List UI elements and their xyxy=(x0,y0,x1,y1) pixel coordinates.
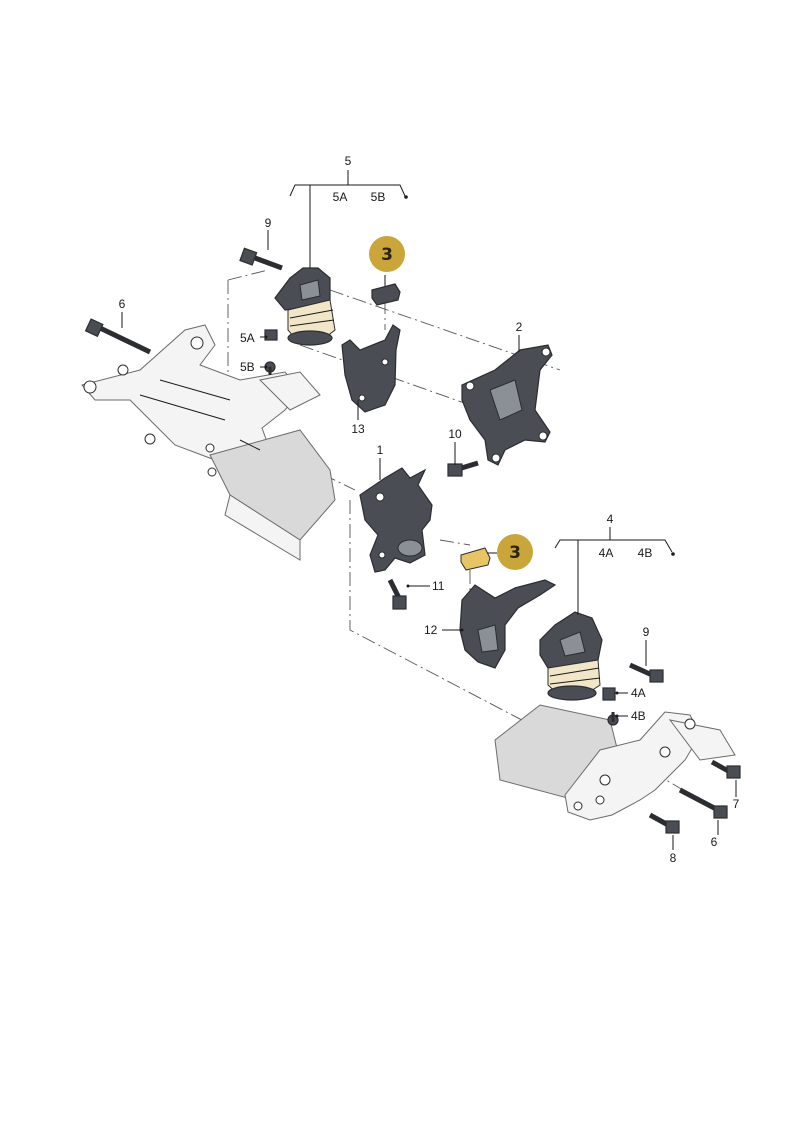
callout-5a: 5A xyxy=(240,331,255,345)
callout-6-upper: 6 xyxy=(119,297,126,311)
callout-11: 11 xyxy=(432,579,445,593)
callout-5b-head: 5B xyxy=(371,190,386,204)
bolt-6-lower xyxy=(678,787,728,819)
callout-6-lower: 6 xyxy=(711,835,718,849)
part-5a xyxy=(264,329,278,341)
bracket-12 xyxy=(459,579,557,669)
callout-badge-3-upper: 3 xyxy=(369,236,405,272)
leader-lines xyxy=(121,170,737,850)
callout-4a: 4A xyxy=(631,686,646,700)
bracket-13 xyxy=(341,324,401,413)
transmission-mount-4 xyxy=(539,611,603,701)
bolt-11 xyxy=(387,578,407,610)
part-4a xyxy=(602,687,616,701)
bolt-7 xyxy=(710,759,741,779)
stop-buffer-upper xyxy=(371,283,401,306)
mounting-bracket-2 xyxy=(461,344,553,466)
left-subframe xyxy=(81,324,336,561)
bolt-9-upper xyxy=(239,247,283,271)
callout-12: 12 xyxy=(424,623,438,637)
callout-10: 10 xyxy=(448,427,462,441)
callout-13: 13 xyxy=(351,422,365,436)
callout-4: 4 xyxy=(607,512,614,526)
bolt-6-upper xyxy=(84,318,152,355)
badge-3-lower-text: 3 xyxy=(509,543,521,563)
callout-5b: 5B xyxy=(240,360,255,374)
bolt-9-lower xyxy=(628,662,664,683)
callout-9-lower: 9 xyxy=(643,625,650,639)
callout-1: 1 xyxy=(377,443,384,457)
nut-10 xyxy=(447,460,479,477)
engine-support-bracket xyxy=(359,467,433,573)
part-5b xyxy=(264,361,276,375)
callout-labels: 5 5A 5B 9 6 2 5A 5B 13 10 1 4 4A 4B 11 1… xyxy=(119,154,740,865)
engine-mount-5 xyxy=(274,267,336,346)
callout-4a-head: 4A xyxy=(599,546,614,560)
callout-5a-head: 5A xyxy=(333,190,348,204)
callout-2: 2 xyxy=(516,320,523,334)
right-subframe xyxy=(494,704,736,821)
stop-buffer-lower xyxy=(460,547,491,571)
callout-8: 8 xyxy=(670,851,677,865)
badge-3-upper-text: 3 xyxy=(381,245,393,265)
callout-4b-head: 4B xyxy=(638,546,653,560)
part-4b xyxy=(607,712,619,726)
leader-dots xyxy=(264,335,619,718)
bolt-8 xyxy=(648,812,680,834)
callout-7: 7 xyxy=(733,797,740,811)
callout-5: 5 xyxy=(345,154,352,168)
callout-9-upper: 9 xyxy=(265,216,272,230)
callout-badge-3-lower: 3 xyxy=(497,534,533,570)
callout-4b: 4B xyxy=(631,709,646,723)
